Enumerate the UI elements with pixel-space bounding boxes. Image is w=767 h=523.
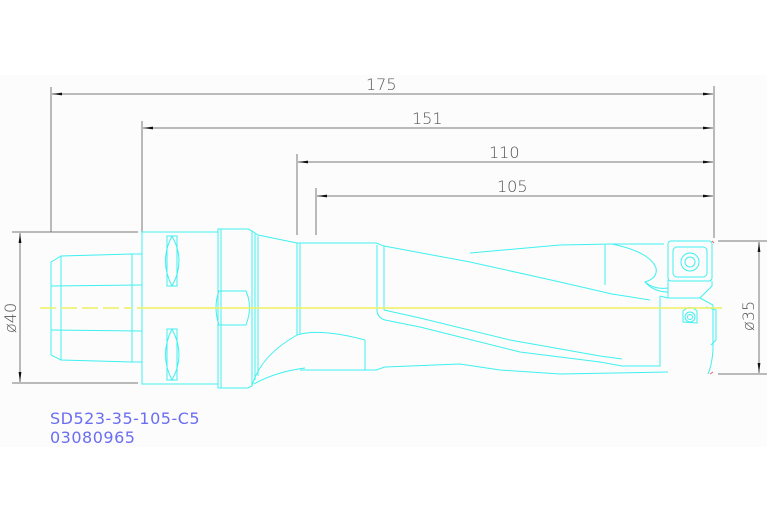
diameter-dimensions [12,231,767,384]
dim-105-label: 105 [497,177,528,196]
dim-dia40-label: ø40 [1,303,20,333]
corner-markers [709,240,715,375]
length-dimensions [50,86,715,238]
dim-175-label: 175 [366,75,397,94]
dim-dia35-label: ø35 [739,301,758,331]
dim-151-label: 151 [412,109,443,128]
part-number-label: SD523-35-105-C5 [50,409,201,428]
order-code-label: 03080965 [50,428,136,447]
dim-110-label: 110 [489,143,520,162]
